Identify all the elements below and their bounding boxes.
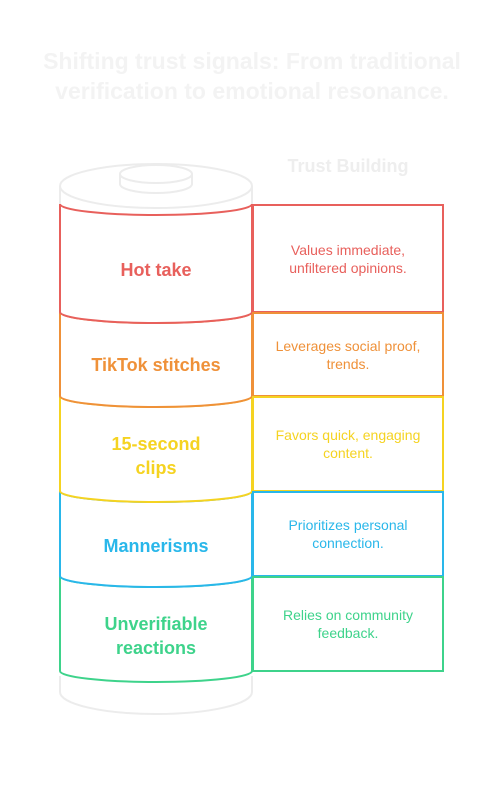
cylinder-bottom-cap <box>59 676 253 715</box>
segment-label-unverifiable-reactions: Unverifiable reactions <box>104 614 208 658</box>
segment-label-tiktok-stitches: TikTok stitches <box>91 355 221 375</box>
segment-label-15-second-clips: 15-second clips <box>111 434 201 478</box>
column-header: Trust Building <box>287 156 409 176</box>
segment-label-mannerisms: Mannerisms <box>103 536 209 556</box>
description-box-unverifiable-reactions: Relies on community feedback. <box>252 576 444 672</box>
description-box-15-second-clips: Favors quick, engaging content. <box>252 396 444 492</box>
description-box-tiktok-stitches: Leverages social proof, trends. <box>252 312 444 397</box>
description-box-mannerisms: Prioritizes personal connection. <box>252 491 444 577</box>
segment-label-hot-take: Hot take <box>120 260 192 280</box>
description-box-hot-take: Values immediate, unfiltered opinions. <box>252 204 444 313</box>
diagram-title: Shifting trust signals: From traditional… <box>43 48 461 104</box>
